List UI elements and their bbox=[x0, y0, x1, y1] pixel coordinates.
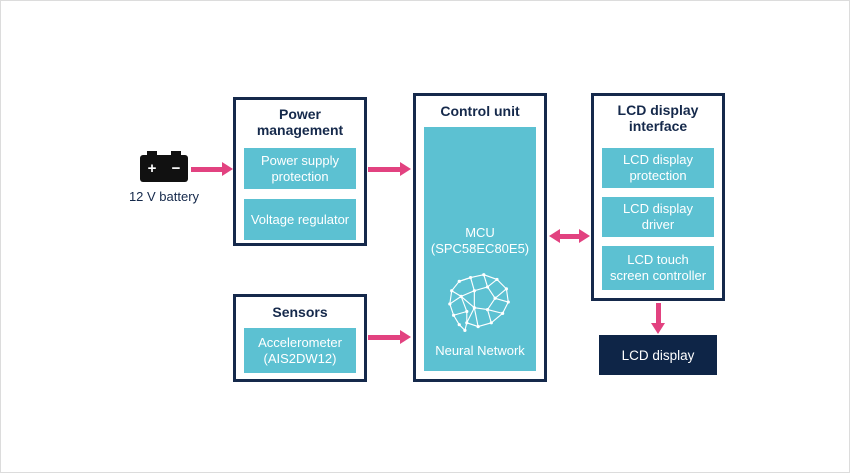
arrow-head-left-icon bbox=[549, 229, 560, 243]
battery-terminal-right bbox=[171, 151, 181, 157]
arrow-shaft bbox=[655, 303, 661, 323]
control-unit-title: Control unit bbox=[440, 103, 520, 119]
arrow-battery-to-power-management bbox=[191, 162, 233, 176]
battery-icon-body: + − bbox=[140, 155, 188, 182]
arrow-head-right-icon bbox=[222, 162, 233, 176]
battery-icon: + − bbox=[140, 151, 188, 183]
lcd-display-interface-title: LCD display interface bbox=[617, 102, 699, 135]
neural-network-brain-icon bbox=[441, 270, 519, 340]
lcd-display-box: LCD display bbox=[599, 335, 717, 375]
lcd-display-driver-block: LCD display driver bbox=[602, 197, 714, 237]
power-management-box: Power management Power supply protection… bbox=[233, 97, 367, 246]
arrow-lcd-interface-to-lcd-display bbox=[651, 303, 665, 334]
battery-minus-sign: − bbox=[171, 160, 181, 177]
lcd-display-interface-box: LCD display interface LCD display protec… bbox=[591, 93, 725, 301]
battery-plus-sign: + bbox=[147, 160, 157, 177]
arrow-shaft bbox=[368, 334, 400, 340]
control-unit-box: Control unit MCU (SPC58EC80E5) bbox=[413, 93, 547, 382]
voltage-regulator-block: Voltage regulator bbox=[244, 199, 356, 240]
power-supply-protection-block: Power supply protection bbox=[244, 148, 356, 189]
arrow-head-right-icon bbox=[400, 162, 411, 176]
sensors-title: Sensors bbox=[272, 304, 328, 320]
arrow-shaft bbox=[560, 233, 579, 239]
battery-label: 12 V battery bbox=[128, 189, 200, 204]
arrow-shaft bbox=[191, 166, 222, 172]
power-management-title: Power management bbox=[256, 106, 344, 139]
arrow-head-down-icon bbox=[651, 323, 665, 334]
arrow-shaft bbox=[368, 166, 400, 172]
accelerometer-block: Accelerometer (AIS2DW12) bbox=[244, 328, 356, 373]
mcu-label: MCU (SPC58EC80E5) bbox=[430, 225, 530, 257]
neural-network-label: Neural Network bbox=[435, 343, 525, 359]
lcd-display-protection-block: LCD display protection bbox=[602, 148, 714, 188]
battery-terminal-left bbox=[147, 151, 157, 157]
sensors-box: Sensors Accelerometer (AIS2DW12) bbox=[233, 294, 367, 382]
arrow-sensors-to-control-unit bbox=[368, 330, 411, 344]
arrow-head-right-icon bbox=[579, 229, 590, 243]
lcd-touch-screen-controller-block: LCD touch screen controller bbox=[602, 246, 714, 290]
arrow-head-right-icon bbox=[400, 330, 411, 344]
arrow-power-management-to-control-unit bbox=[368, 162, 411, 176]
mcu-block: MCU (SPC58EC80E5) bbox=[424, 127, 536, 371]
arrow-control-unit-lcd-interface-bidirectional bbox=[549, 229, 590, 243]
